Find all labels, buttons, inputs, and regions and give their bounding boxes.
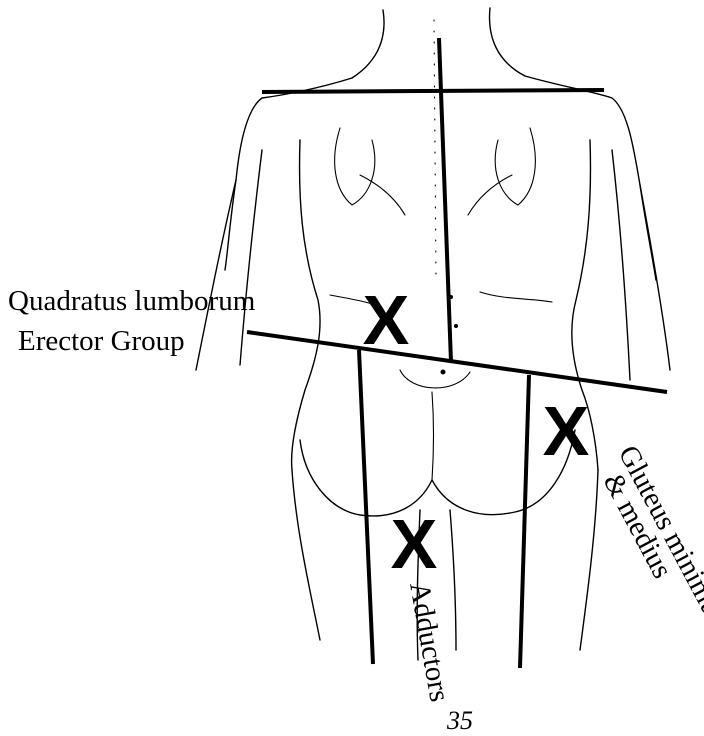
neck-right-outline bbox=[490, 8, 525, 76]
label-erector-group: Erector Group bbox=[18, 325, 185, 357]
x-marker-adductors: X bbox=[391, 505, 438, 583]
x-marker-gluteus: X bbox=[543, 392, 590, 470]
leg-right-inner bbox=[450, 510, 456, 650]
pelvis-center-dot bbox=[441, 370, 446, 375]
label-adductors: Adductors bbox=[403, 580, 455, 705]
label-quadratus-lumborum: Quadratus lumborum bbox=[8, 285, 256, 317]
scapula-left bbox=[335, 128, 375, 205]
shoulder-left-outline bbox=[225, 78, 352, 270]
torso-left-side bbox=[292, 140, 320, 470]
scapula-right-inner bbox=[468, 175, 512, 215]
reference-lines bbox=[247, 38, 667, 668]
spine-line bbox=[439, 38, 451, 362]
arm-left-outer bbox=[196, 180, 236, 370]
lower-back-right bbox=[480, 292, 552, 302]
shoulder-line bbox=[262, 90, 604, 92]
left-leg-line bbox=[359, 350, 373, 664]
spine-dots bbox=[434, 20, 436, 280]
gluteal-cleft bbox=[432, 392, 434, 480]
spine-dot-1 bbox=[449, 295, 453, 299]
neck-left-outline bbox=[352, 10, 384, 78]
leg-right-outer bbox=[580, 470, 598, 650]
leg-left-outer bbox=[292, 470, 320, 640]
scapula-left-inner bbox=[360, 175, 405, 215]
arm-right-inner bbox=[612, 150, 630, 380]
x-markers: X X X bbox=[363, 281, 590, 583]
scapula-right bbox=[495, 128, 535, 205]
sacrum-curve bbox=[400, 370, 470, 388]
spine-dot-2 bbox=[454, 324, 458, 328]
labels: Quadratus lumborum Erector Group Gluteus… bbox=[8, 285, 704, 731]
x-marker-quadratus: X bbox=[363, 281, 410, 359]
page-number: 35 bbox=[446, 706, 473, 731]
right-leg-line bbox=[520, 375, 529, 668]
